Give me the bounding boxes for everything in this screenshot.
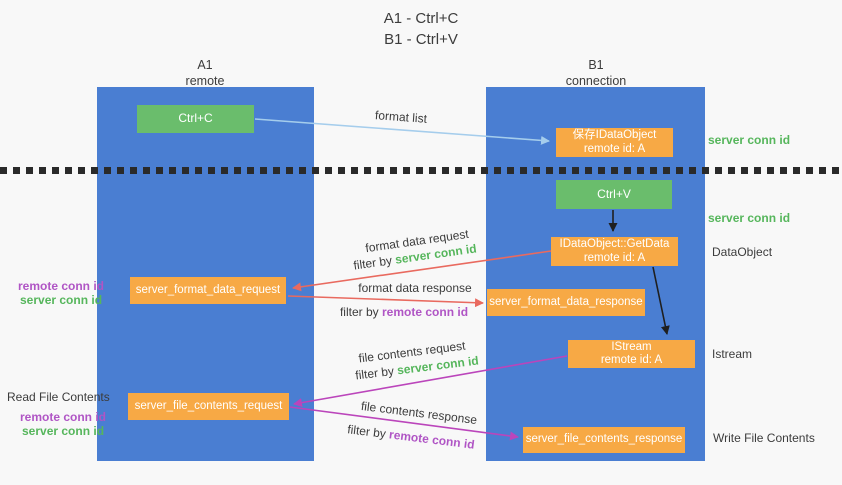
node-save-idataobject: 保存IDataObject remote id: A [556, 128, 673, 157]
filter-by-text: filter by [352, 253, 393, 273]
diagram-title: A1 - Ctrl+C B1 - Ctrl+V [384, 8, 459, 50]
annotation-dataobject: DataObject [712, 245, 773, 259]
node-istream: IStream remote id: A [568, 340, 695, 368]
node-format-response-label: server_format_data_response [489, 295, 643, 308]
node-server-file-contents-response: server_file_contents_response [523, 427, 685, 453]
label-filter-by-remote-2: filter by remote conn id [347, 422, 476, 452]
machine-boundary-divider [0, 167, 842, 174]
node-server-format-data-request: server_format_data_request [130, 277, 286, 304]
arrow-format-data-response [287, 295, 484, 308]
remote-conn-id-text: remote conn id [382, 305, 469, 319]
node-file-response-label: server_file_contents_response [525, 433, 683, 446]
node-istream-line2: remote id: A [600, 354, 663, 366]
annotation-remote-conn-id-left1: remote conn id [18, 279, 105, 293]
node-getdata-line1: IDataObject::GetData [559, 238, 670, 250]
lifeline-b1-name: B1 [588, 58, 604, 72]
lifeline-header-b1: B1 connection [566, 57, 626, 89]
annotation-write-file-contents: Write File Contents [713, 431, 815, 445]
annotation-server-conn-id-top: server conn id [708, 133, 791, 147]
node-format-request-label: server_format_data_request [135, 283, 281, 296]
remote-conn-id-text: remote conn id [388, 427, 476, 452]
node-server-file-contents-request: server_file_contents_request [128, 393, 289, 420]
filter-by-text: filter by [339, 305, 379, 319]
node-idataobject-getdata: IDataObject::GetData remote id: A [551, 237, 678, 266]
filter-by-text: filter by [346, 422, 387, 441]
label-file-contents-response: file contents response [360, 398, 478, 428]
node-ctrl-c-label: Ctrl+C [178, 111, 213, 126]
node-save-idataobject-line1: 保存IDataObject [572, 129, 657, 141]
annotation-remote-conn-id-left2: remote conn id [20, 410, 107, 424]
lifeline-b1-role: connection [565, 74, 627, 88]
title-line-2: B1 - Ctrl+V [384, 31, 458, 48]
title-line-1: A1 - Ctrl+C [383, 10, 459, 27]
lifeline-a1-name: A1 [197, 58, 213, 72]
node-ctrl-v-label: Ctrl+V [597, 186, 631, 201]
annotation-istream: Istream [712, 347, 753, 361]
annotation-server-conn-id-mid: server conn id [708, 211, 791, 225]
node-ctrl-v: Ctrl+V [556, 180, 672, 209]
node-ctrl-c: Ctrl+C [137, 105, 254, 133]
label-format-list: format list [374, 108, 428, 126]
label-filter-by-remote-1: filter by remote conn id [340, 305, 468, 319]
node-save-idataobject-line2: remote id: A [583, 142, 646, 155]
annotation-read-file-contents: Read File Contents [7, 390, 110, 404]
annotation-server-conn-id-left2: server conn id [22, 424, 105, 438]
node-server-format-data-response: server_format_data_response [487, 289, 645, 316]
lifeline-header-a1: A1 remote [186, 57, 225, 89]
annotation-server-conn-id-left1: server conn id [20, 293, 103, 307]
node-getdata-line2: remote id: A [583, 251, 646, 264]
node-istream-line1: IStream [611, 340, 652, 353]
label-format-data-response: format data response [358, 281, 472, 295]
lifeline-a1-role: remote [185, 74, 225, 88]
filter-by-text: filter by [354, 363, 395, 383]
node-file-request-label: server_file_contents_request [134, 399, 283, 412]
